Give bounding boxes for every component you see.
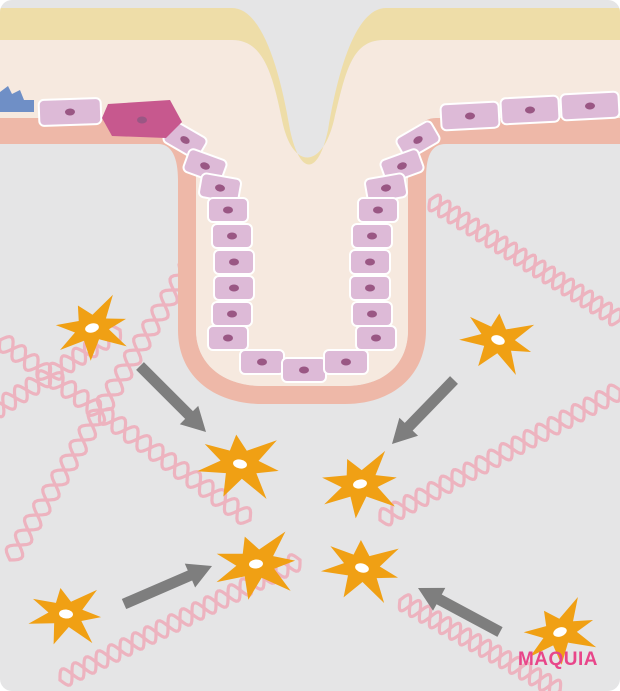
- migration-arrow: [418, 587, 503, 637]
- keratinocyte: [349, 249, 391, 275]
- keratinocyte: [364, 172, 408, 204]
- keratinocyte: [213, 275, 255, 301]
- keratinocyte: [355, 325, 397, 351]
- keratinocyte: [357, 197, 399, 223]
- fibroblast: [523, 597, 597, 665]
- fibroblast: [28, 588, 102, 645]
- fibroblast: [320, 539, 399, 604]
- epidermis-layer: [0, 40, 620, 386]
- fibroblast: [216, 531, 296, 600]
- keratinocyte: [439, 100, 501, 132]
- langerhans-cell: [0, 86, 34, 112]
- keratinocyte: [213, 249, 255, 275]
- keratinocyte: [351, 301, 393, 327]
- migration-arrow: [136, 362, 207, 433]
- keratinocyte: [207, 325, 249, 351]
- epidermis: [0, 8, 620, 404]
- keratinocyte: [559, 90, 620, 122]
- migration-arrow: [121, 563, 212, 610]
- fibroblast: [322, 450, 397, 519]
- keratinocyte: [211, 223, 253, 249]
- collagen-strand: [378, 388, 620, 522]
- maquia-watermark: MAQUIA: [517, 649, 598, 670]
- collagen-strand: [398, 593, 562, 691]
- keratinocyte: [349, 275, 391, 301]
- melanocyte-cell: [102, 100, 182, 138]
- stratum-corneum: [0, 8, 620, 165]
- collagen-strand: [4, 228, 216, 562]
- migration-arrow: [392, 376, 458, 445]
- fibroblast: [459, 313, 535, 375]
- keratinocyte: [207, 197, 249, 223]
- fibroblast: [55, 294, 127, 361]
- keratinocyte: [323, 349, 369, 375]
- keratinocyte: [281, 357, 327, 383]
- keratinocyte: [211, 301, 253, 327]
- keratinocyte: [395, 120, 441, 160]
- keratinocyte: [239, 349, 285, 375]
- fibroblast-cells: [28, 294, 597, 665]
- collagen-strand: [428, 193, 620, 327]
- keratinocyte: [37, 97, 103, 127]
- keratinocyte-cells: [37, 90, 620, 383]
- keratinocyte: [499, 94, 561, 126]
- keratinocyte: [351, 223, 393, 249]
- fibroblast: [197, 434, 279, 499]
- migration-arrows: [121, 362, 503, 637]
